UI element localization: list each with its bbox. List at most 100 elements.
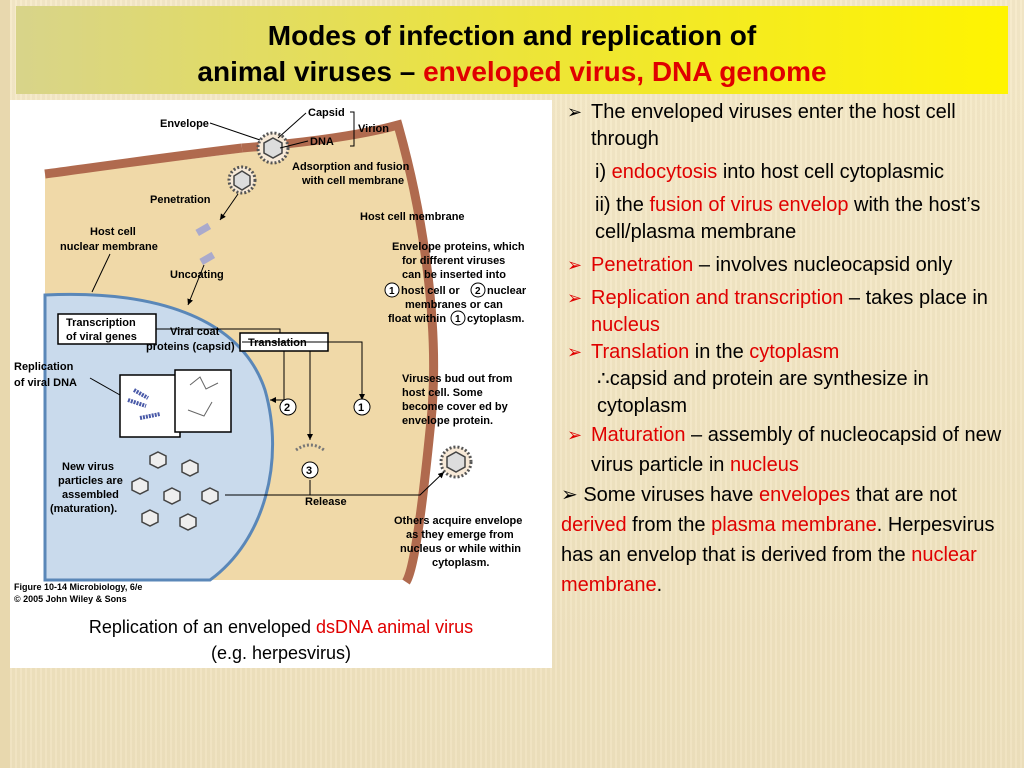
bullet-entry-1-i: i) endocytosis into host cell cytoplasmi…	[595, 161, 945, 183]
bullet-entry-4-sub: ∴capsid and protein are synthesize in cy…	[597, 368, 929, 417]
nuclear-membrane-label-2: nuclear membrane	[60, 241, 158, 253]
envelope-proteins-label-6: float within	[388, 313, 446, 325]
bullet-list: ➢ The enveloped viruses enter the host c…	[561, 99, 1016, 600]
step-1b-number: 1	[455, 314, 461, 325]
others-label-3: nucleus or while within	[400, 543, 521, 555]
bullet-entry-1-ii: ii) the fusion of virus envelop with the…	[595, 194, 981, 243]
arrow-bullet-icon: ➢	[561, 484, 578, 506]
circle-step-2	[279, 398, 297, 416]
capsid-pointer	[277, 112, 307, 139]
caption-line-1: Replication of an enveloped dsDNA animal…	[88, 617, 474, 637]
new-virus-label-1: New virus	[62, 461, 114, 473]
virus-replication-diagram: Envelope Capsid DNA Virion Adsorption an…	[14, 107, 527, 604]
uncoating-arrow	[187, 264, 205, 306]
envelope-proteins-label-4: host cell or	[401, 285, 460, 297]
envelope-label: Envelope	[160, 118, 209, 130]
new-virus-label-4: (maturation).	[50, 503, 117, 515]
circle-step-1	[353, 398, 371, 416]
bud-label-4: envelope protein.	[402, 415, 493, 427]
arrow-bullet-icon: ➢	[567, 425, 583, 445]
virion-icon	[256, 131, 290, 165]
adsorption-label-2: with cell membrane	[301, 175, 404, 187]
penetration-arrow	[219, 193, 239, 221]
title-line-1: Modes of infection and replication of	[267, 20, 757, 51]
step-2-number: 2	[475, 286, 481, 297]
host-cell-membrane-top	[44, 143, 243, 179]
figure-credit-2: © 2005 John Wiley & Sons	[14, 594, 127, 604]
step-2-icon	[470, 282, 486, 298]
figure-panel: Envelope Capsid DNA Virion Adsorption an…	[10, 100, 552, 668]
step-1b-icon	[450, 310, 466, 326]
circle-step-3-number: 3	[306, 465, 312, 477]
uncoating-label: Uncoating	[170, 269, 224, 281]
envelope-proteins-label-5: membranes or can	[405, 299, 503, 311]
translation-to-budding-arrow	[242, 341, 365, 400]
adsorbed-virion-icon	[227, 165, 257, 195]
new-virus-label-2: particles are	[58, 475, 123, 487]
transcription-label-1: Transcription	[66, 317, 136, 329]
dna-label: DNA	[310, 136, 334, 148]
released-virion-icon	[439, 445, 473, 479]
bullet-entry-1: ➢ The enveloped viruses enter the host c…	[567, 101, 956, 150]
transcription-box	[57, 313, 157, 345]
transcription-label-2: of viral genes	[66, 331, 137, 343]
viral-coat-label-2: proteins (capsid)	[146, 341, 235, 353]
bullet-entry-3: ➢ Replication and transcription – takes …	[567, 287, 988, 336]
penetration-nucleocapsid	[195, 222, 212, 236]
arrow-bullet-icon: ➢	[567, 255, 583, 275]
title-line-2: animal viruses – enveloped virus, DNA ge…	[197, 56, 827, 87]
capsid-protein-sketch	[187, 376, 219, 417]
viral-coat-label-1: Viral coat	[170, 326, 220, 338]
figure-caption: Replication of an enveloped dsDNA animal…	[10, 614, 552, 666]
bullet-entry-2: ➢ Penetration – involves nucleocapsid on…	[561, 252, 1016, 279]
virion-label: Virion	[358, 123, 389, 135]
uncoating-nucleocapsid	[199, 251, 216, 265]
step-1-icon	[384, 282, 400, 298]
release-flow-arrow	[225, 471, 445, 496]
others-label-2: as they emerge from	[406, 529, 514, 541]
bud-label-1: Viruses bud out from	[402, 373, 513, 385]
arrow-bullet-icon: ➢	[567, 342, 583, 362]
translation-label: Translation	[248, 337, 307, 349]
others-label-1: Others acquire envelope	[394, 515, 522, 527]
replication-label-1: Replication	[14, 361, 74, 373]
envelope-proteins-label-4b: nuclear	[487, 285, 527, 297]
figure-credit-1: Figure 10-14 Microbiology, 6/e	[14, 582, 142, 592]
envelope-proteins-label-6b: cytoplasm.	[467, 313, 524, 325]
capsid-protein-box	[174, 369, 232, 433]
bullet-entry-5: ➢ Maturation – assembly of nucleocapsid …	[561, 420, 1016, 480]
circle-step-2-number: 2	[284, 402, 290, 414]
circle-step-3	[301, 461, 319, 479]
caption-line-2: (e.g. herpesvirus)	[210, 643, 352, 663]
envelope-proteins-label-1: Envelope proteins, which	[392, 241, 525, 253]
nuclear-membrane-pointer	[91, 253, 111, 293]
arrow-bullet-icon: ➢	[567, 102, 583, 122]
adsorption-label-1: Adsorption and fusion	[292, 161, 410, 173]
release-label: Release	[305, 496, 347, 508]
assembled-virus-particles	[131, 451, 219, 531]
viral-dna-box	[119, 374, 181, 438]
bud-label-2: host cell. Some	[402, 387, 483, 399]
envelope-proteins-label-3: can be inserted into	[402, 269, 506, 281]
host-cell-membrane	[241, 119, 439, 585]
replication-label-2: of viral DNA	[14, 377, 77, 389]
host-membrane-label: Host cell membrane	[360, 211, 465, 223]
mrna-flow-line	[156, 328, 281, 333]
step-1-number: 1	[389, 286, 395, 297]
new-virus-label-3: assembled	[62, 489, 119, 501]
viral-dna-strands	[127, 388, 161, 420]
bud-label-3: become cover ed by	[402, 401, 509, 413]
replication-pointer	[89, 377, 121, 396]
capsid-label: Capsid	[308, 107, 345, 119]
slide-title: Modes of infection and replication of an…	[16, 6, 1008, 94]
virion-bracket	[350, 111, 355, 147]
envelope-pointer	[209, 122, 261, 141]
penetration-label: Penetration	[150, 194, 211, 206]
bullet-entry-6: ➢ Some viruses have envelopes that are n…	[561, 484, 995, 596]
left-strip	[0, 0, 10, 768]
nuclear-membrane-label-1: Host cell	[90, 226, 136, 238]
circle-step-1-number: 1	[358, 402, 364, 414]
arrow-bullet-icon: ➢	[567, 288, 583, 308]
others-label-4: cytoplasm.	[432, 557, 489, 569]
dna-pointer	[279, 140, 309, 149]
